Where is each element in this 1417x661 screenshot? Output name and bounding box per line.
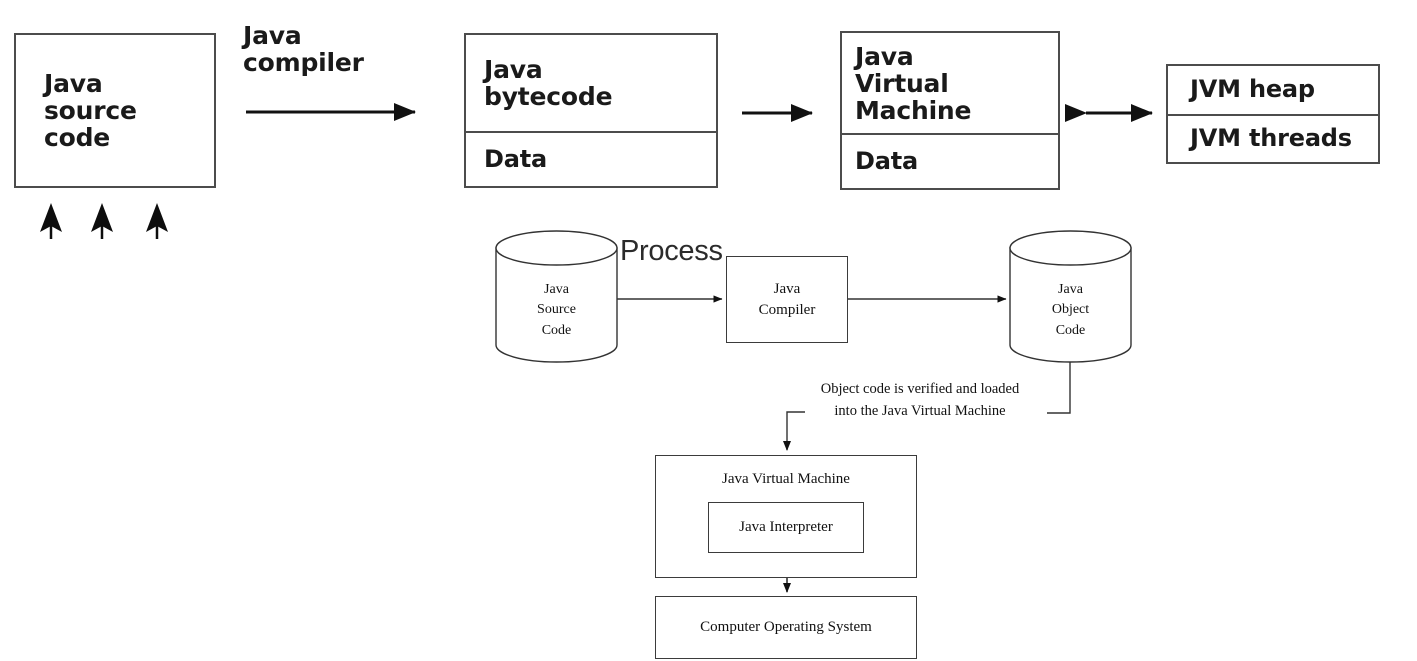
box-java-virtual-machine: Java Virtual Machine Data	[840, 31, 1060, 190]
cylinder-java-source-code-label: Java Source Code	[537, 282, 576, 338]
box-java-interpreter-label: Java Interpreter	[739, 519, 833, 536]
cylinder-java-object-code-label: Java Object Code	[1051, 282, 1090, 338]
box-computer-operating-system-label: Computer Operating System	[700, 619, 872, 636]
box-computer-operating-system: Computer Operating System	[655, 596, 917, 659]
box-java-bytecode: Java bytecode Data	[464, 33, 718, 188]
box-java-bytecode-label: Java bytecode	[484, 55, 613, 111]
box-java-source-code-label: Java source code	[44, 69, 137, 152]
label-java-compiler: Java compiler	[243, 21, 364, 77]
cylinder-java-object-code	[1009, 230, 1132, 363]
box-java-interpreter: Java Interpreter	[708, 502, 864, 553]
arrow-note-to-jvm	[783, 411, 805, 451]
box-java-compiler: Java Compiler	[726, 256, 848, 343]
box-jvm-heap-label: JVM heap	[1190, 75, 1315, 104]
cylinder-java-source-code	[495, 230, 618, 363]
box-java-virtual-machine-label: Java Virtual Machine	[855, 41, 972, 125]
box-java-bytecode-data-label: Data	[484, 144, 547, 173]
box-java-source-code: Java source code	[14, 33, 216, 188]
connector-object-to-note	[1047, 362, 1071, 414]
box-jvm-memory: JVM heap JVM threads	[1166, 64, 1380, 164]
label-load-note: Object code is verified and loaded into …	[820, 381, 1020, 419]
box-java-virtual-machine-data-label: Data	[855, 146, 918, 175]
arrow-up-markers	[40, 203, 168, 239]
box-lower-java-virtual-machine-label: Java Virtual Machine	[722, 471, 850, 487]
box-jvm-threads-label: JVM threads	[1190, 124, 1352, 153]
label-process: Process	[620, 235, 723, 267]
box-java-compiler-label: Java Compiler	[758, 281, 816, 318]
